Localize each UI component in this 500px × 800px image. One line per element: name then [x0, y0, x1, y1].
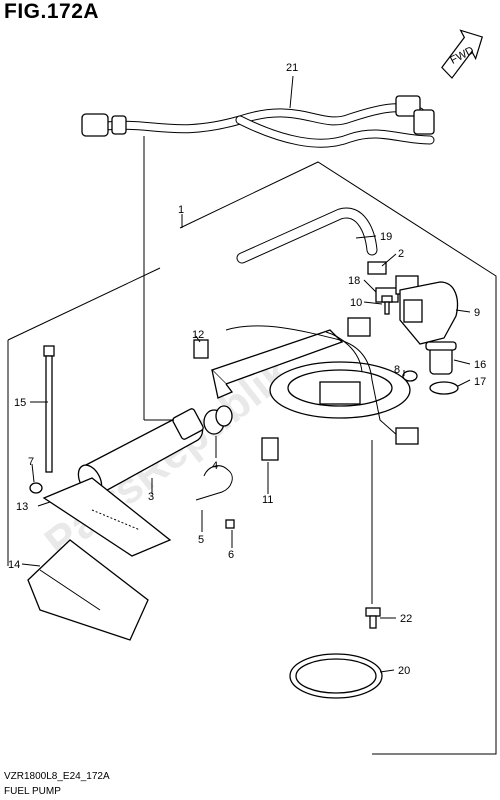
callout-4: 4 — [212, 460, 218, 472]
pump-wire — [225, 325, 399, 437]
figure-title: FIG.172A — [4, 0, 100, 23]
wire-holder — [261, 437, 279, 461]
callout-18: 18 — [348, 275, 360, 287]
assembly-frame-upper-left — [7, 267, 161, 341]
callout-13: 13 — [16, 501, 28, 513]
pump-connector — [347, 317, 371, 337]
assembly-frame-top — [179, 161, 497, 755]
figure-code: VZR1800L8_E24_172A — [4, 771, 110, 782]
pump-mounting-plate — [269, 361, 411, 419]
callout-1: 1 — [178, 204, 184, 216]
callout-12: 12 — [192, 329, 204, 341]
callout-9: 9 — [474, 307, 480, 319]
callout-11: 11 — [262, 494, 273, 506]
wiring-harness — [81, 95, 435, 148]
callout-3: 3 — [148, 491, 154, 503]
hose-clip — [367, 261, 387, 275]
strainer-filter — [42, 477, 172, 557]
figure-caption: FUEL PUMP — [4, 786, 61, 797]
cable-tie — [43, 345, 55, 473]
callout-5: 5 — [198, 534, 204, 546]
callout-8: 8 — [394, 364, 400, 376]
callout-16: 16 — [474, 359, 486, 371]
callout-2: 2 — [398, 248, 404, 260]
filter-cap — [425, 341, 457, 375]
snap-ring — [429, 381, 459, 395]
pump-damper — [203, 405, 233, 435]
seal-washer — [29, 482, 43, 494]
pump-bracket — [210, 329, 363, 399]
callout-22: 22 — [400, 613, 412, 625]
fuel-filter-housing — [399, 281, 459, 345]
fwd-arrow-icon: FWD — [441, 29, 484, 79]
fuel-hose — [236, 207, 378, 264]
pump-tray — [27, 539, 149, 641]
callout-20: 20 — [398, 665, 410, 677]
callout-6: 6 — [228, 549, 234, 561]
callout-7: 7 — [28, 456, 34, 468]
pump-clamp — [195, 465, 233, 501]
mounting-bolt — [365, 607, 381, 629]
clamp-screw — [225, 519, 235, 529]
callout-15: 15 — [14, 397, 26, 409]
callout-10: 10 — [350, 297, 362, 309]
callout-21: 21 — [286, 62, 298, 74]
o-ring — [402, 370, 418, 382]
callout-19: 19 — [380, 231, 392, 243]
callout-14: 14 — [8, 559, 20, 571]
leader-lines — [21, 75, 471, 673]
lead-connector — [395, 427, 419, 445]
callout-17: 17 — [474, 376, 486, 388]
gasket-ring-inner — [295, 658, 377, 694]
screw-bolt — [381, 295, 393, 315]
coupler — [193, 339, 209, 359]
